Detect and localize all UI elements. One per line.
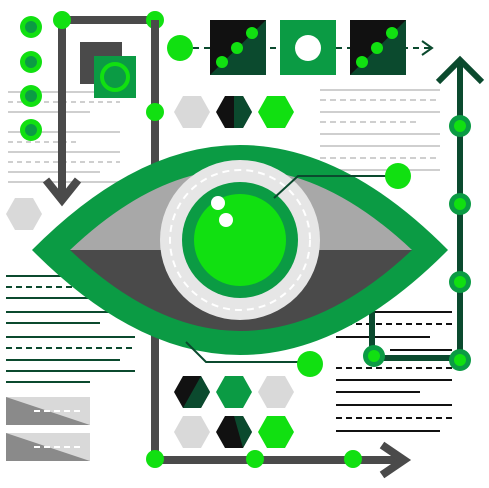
square-target-icon — [80, 42, 136, 98]
text-lines-top-right — [320, 89, 440, 171]
eye-icon — [32, 145, 448, 355]
hexagon-grid-bottom — [174, 376, 294, 448]
hexagon-row-top — [174, 96, 294, 128]
gray-bars-bottom-left — [6, 397, 90, 461]
text-lines-bottom-right — [336, 311, 452, 432]
eye-highlight — [211, 196, 225, 210]
arrow-up-icon — [363, 55, 485, 371]
arrow-right-icon — [379, 441, 412, 479]
pupil-icon — [194, 194, 286, 286]
hexagon-icon-left — [6, 198, 42, 230]
callout-bottom — [185, 341, 323, 377]
node-dot-column-left — [20, 16, 42, 141]
callout-top-right — [273, 163, 411, 199]
dashed-arrow-top — [167, 35, 434, 61]
dice-icon — [210, 20, 266, 75]
circle-tile-icon — [280, 20, 336, 75]
dice-icon-2 — [350, 20, 406, 75]
hexagon-icon — [174, 96, 210, 128]
text-lines-bottom-left — [6, 275, 135, 383]
eye-highlight-2 — [219, 213, 233, 227]
